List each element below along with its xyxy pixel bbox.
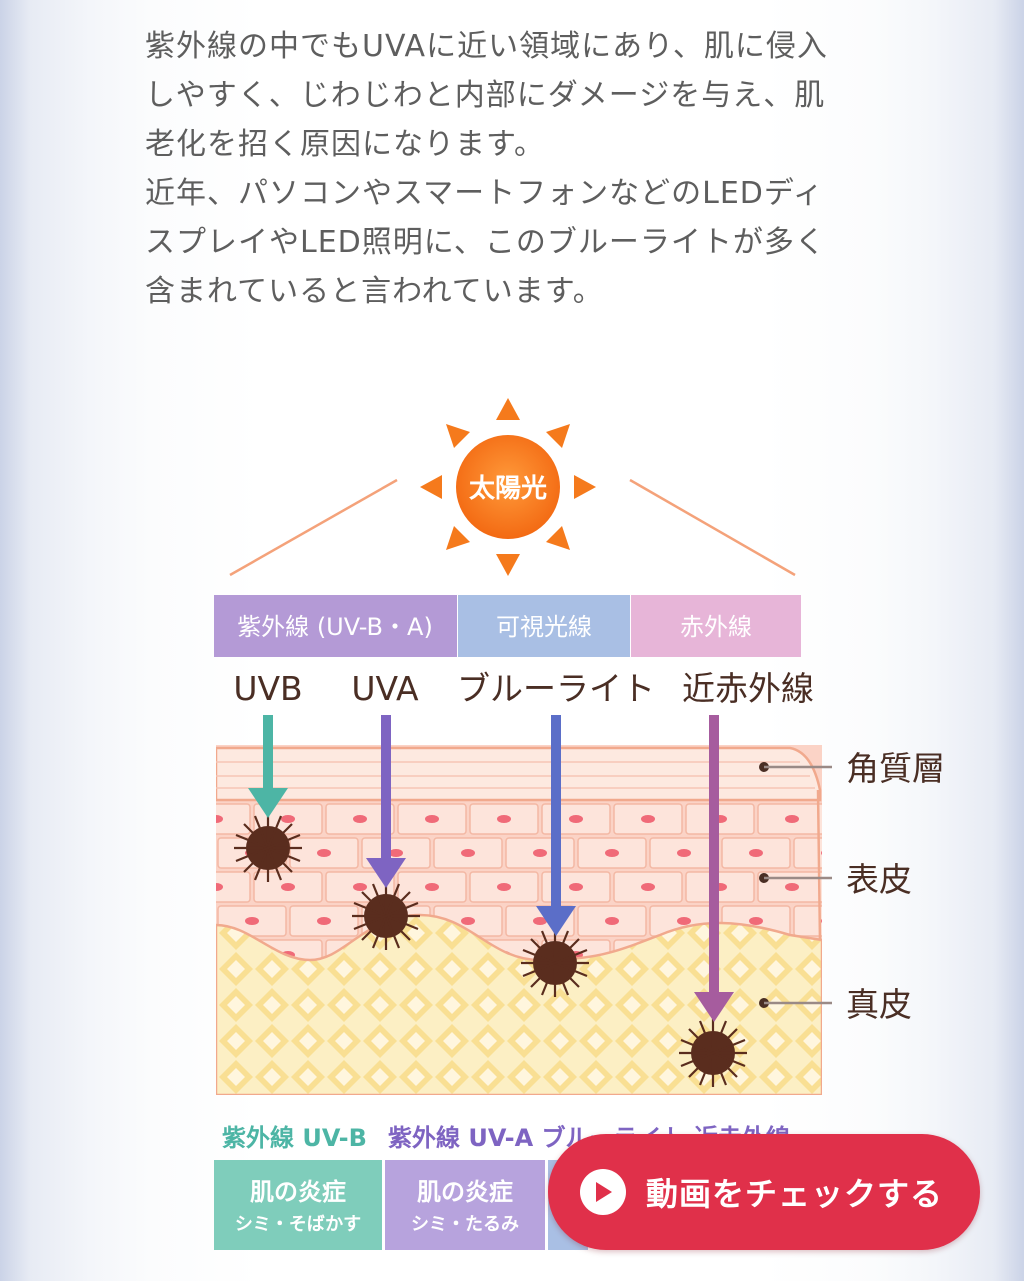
cell-nucleus [216,815,223,823]
intro-line: 老化を招く原因になります。 [145,127,545,162]
cell-nucleus [281,815,295,823]
spread-line-left [229,478,398,577]
arrow-near-infrared [694,715,734,1022]
skin-cell [793,837,822,869]
damage-spot-uva [350,880,422,952]
cell-nucleus [605,917,619,925]
cell-nucleus [389,849,403,857]
intro-line: 近年、パソコンやスマートフォンなどのLEDディ [145,176,824,211]
intro-text: 紫外線の中でもUVAに近い領域にあり、肌に侵入 しやすく、じわじわと内部にダメー… [145,22,885,316]
cell-nucleus [821,850,822,856]
layer-label-epidermis: 表皮 [846,860,912,899]
band-visible [458,595,630,657]
cell-nucleus [641,815,655,823]
cell-nucleus [497,815,511,823]
ray-label-bluelight: ブルーライト [457,669,655,708]
cell-nucleus [425,815,439,823]
cell-nucleus [605,849,619,857]
ray-label-uva: UVA [351,669,419,708]
band-visible-label: 可視光線 [496,613,592,641]
effect-box-uva [385,1160,545,1250]
effect-sub-uva: シミ・たるみ [411,1214,519,1235]
skin-cell [216,803,251,835]
cell-nucleus [785,815,799,823]
arrow-bluelight [536,715,576,936]
intro-line: しやすく、じわじわと内部にダメージを与え、肌 [145,78,826,113]
cell-nucleus [749,917,763,925]
layer-label-dermis: 真皮 [846,985,912,1024]
cell-nucleus [497,883,511,891]
layer-callouts [759,762,832,1008]
cell-nucleus [677,917,691,925]
cell-nucleus [677,849,691,857]
check-video-label: 動画をチェックする [646,1175,944,1213]
effect-sub-uvb: シミ・そばかす [235,1214,361,1235]
skin-cell [216,871,251,903]
cell-nucleus [461,917,475,925]
damage-spot-bluelight [519,927,591,999]
cell-nucleus [533,849,547,857]
cell-nucleus [533,917,547,925]
ray-label-near-infrared: 近赤外線 [682,669,814,708]
effect-header-uvb: 紫外線 UV-B [222,1124,367,1152]
cell-nucleus [569,815,583,823]
intro-line: 含まれていると言われています。 [145,274,604,309]
damage-spot-uvb [232,812,304,884]
cell-nucleus [245,917,259,925]
effect-box-uvb [214,1160,382,1250]
spectrum-bands: 紫外線 (UV-B・A) 可視光線 赤外線 [214,595,801,657]
cell-nucleus [749,849,763,857]
cell-nucleus [641,883,655,891]
skin-cross-section [216,745,822,1095]
ray-label-uvb: UVB [233,669,302,708]
effect-title-uvb: 肌の炎症 [250,1178,346,1206]
band-uv [214,595,457,657]
band-infrared [631,595,801,657]
arrow-uva [366,715,406,888]
cell-nucleus [317,849,331,857]
cell-nucleus [216,883,223,891]
band-infrared-label: 赤外線 [680,613,752,641]
layer-label-stratum-corneum: 角質層 [846,749,945,788]
skin-cell [793,905,822,937]
arrow-uvb [248,715,288,818]
band-uv-label: 紫外線 (UV-B・A) [237,613,433,641]
cell-nucleus [353,815,367,823]
cell-nucleus [821,918,822,924]
cell-nucleus [785,883,799,891]
sun-label: 太陽光 [469,474,547,504]
spread-line-right [629,478,796,577]
cell-nucleus [461,849,475,857]
epidermis-cells [216,803,822,971]
cell-nucleus [281,883,295,891]
cell-nucleus [317,917,331,925]
sun-icon [420,398,596,576]
cell-nucleus [353,883,367,891]
cell-nucleus [425,883,439,891]
effect-boxes: 肌の炎症 シミ・そばかす 肌の炎症 シミ・たるみ [214,1160,588,1250]
effect-title-uva: 肌の炎症 [417,1178,513,1206]
intro-line: スプレイやLED照明に、このブルーライトが多く [145,225,826,260]
check-video-button[interactable]: 動画をチェックする [548,1134,980,1250]
damage-spot-near-infrared [677,1017,749,1089]
play-icon [580,1169,626,1215]
cell-nucleus [569,883,583,891]
intro-line: 紫外線の中でもUVAに近い領域にあり、肌に侵入 [145,29,828,64]
